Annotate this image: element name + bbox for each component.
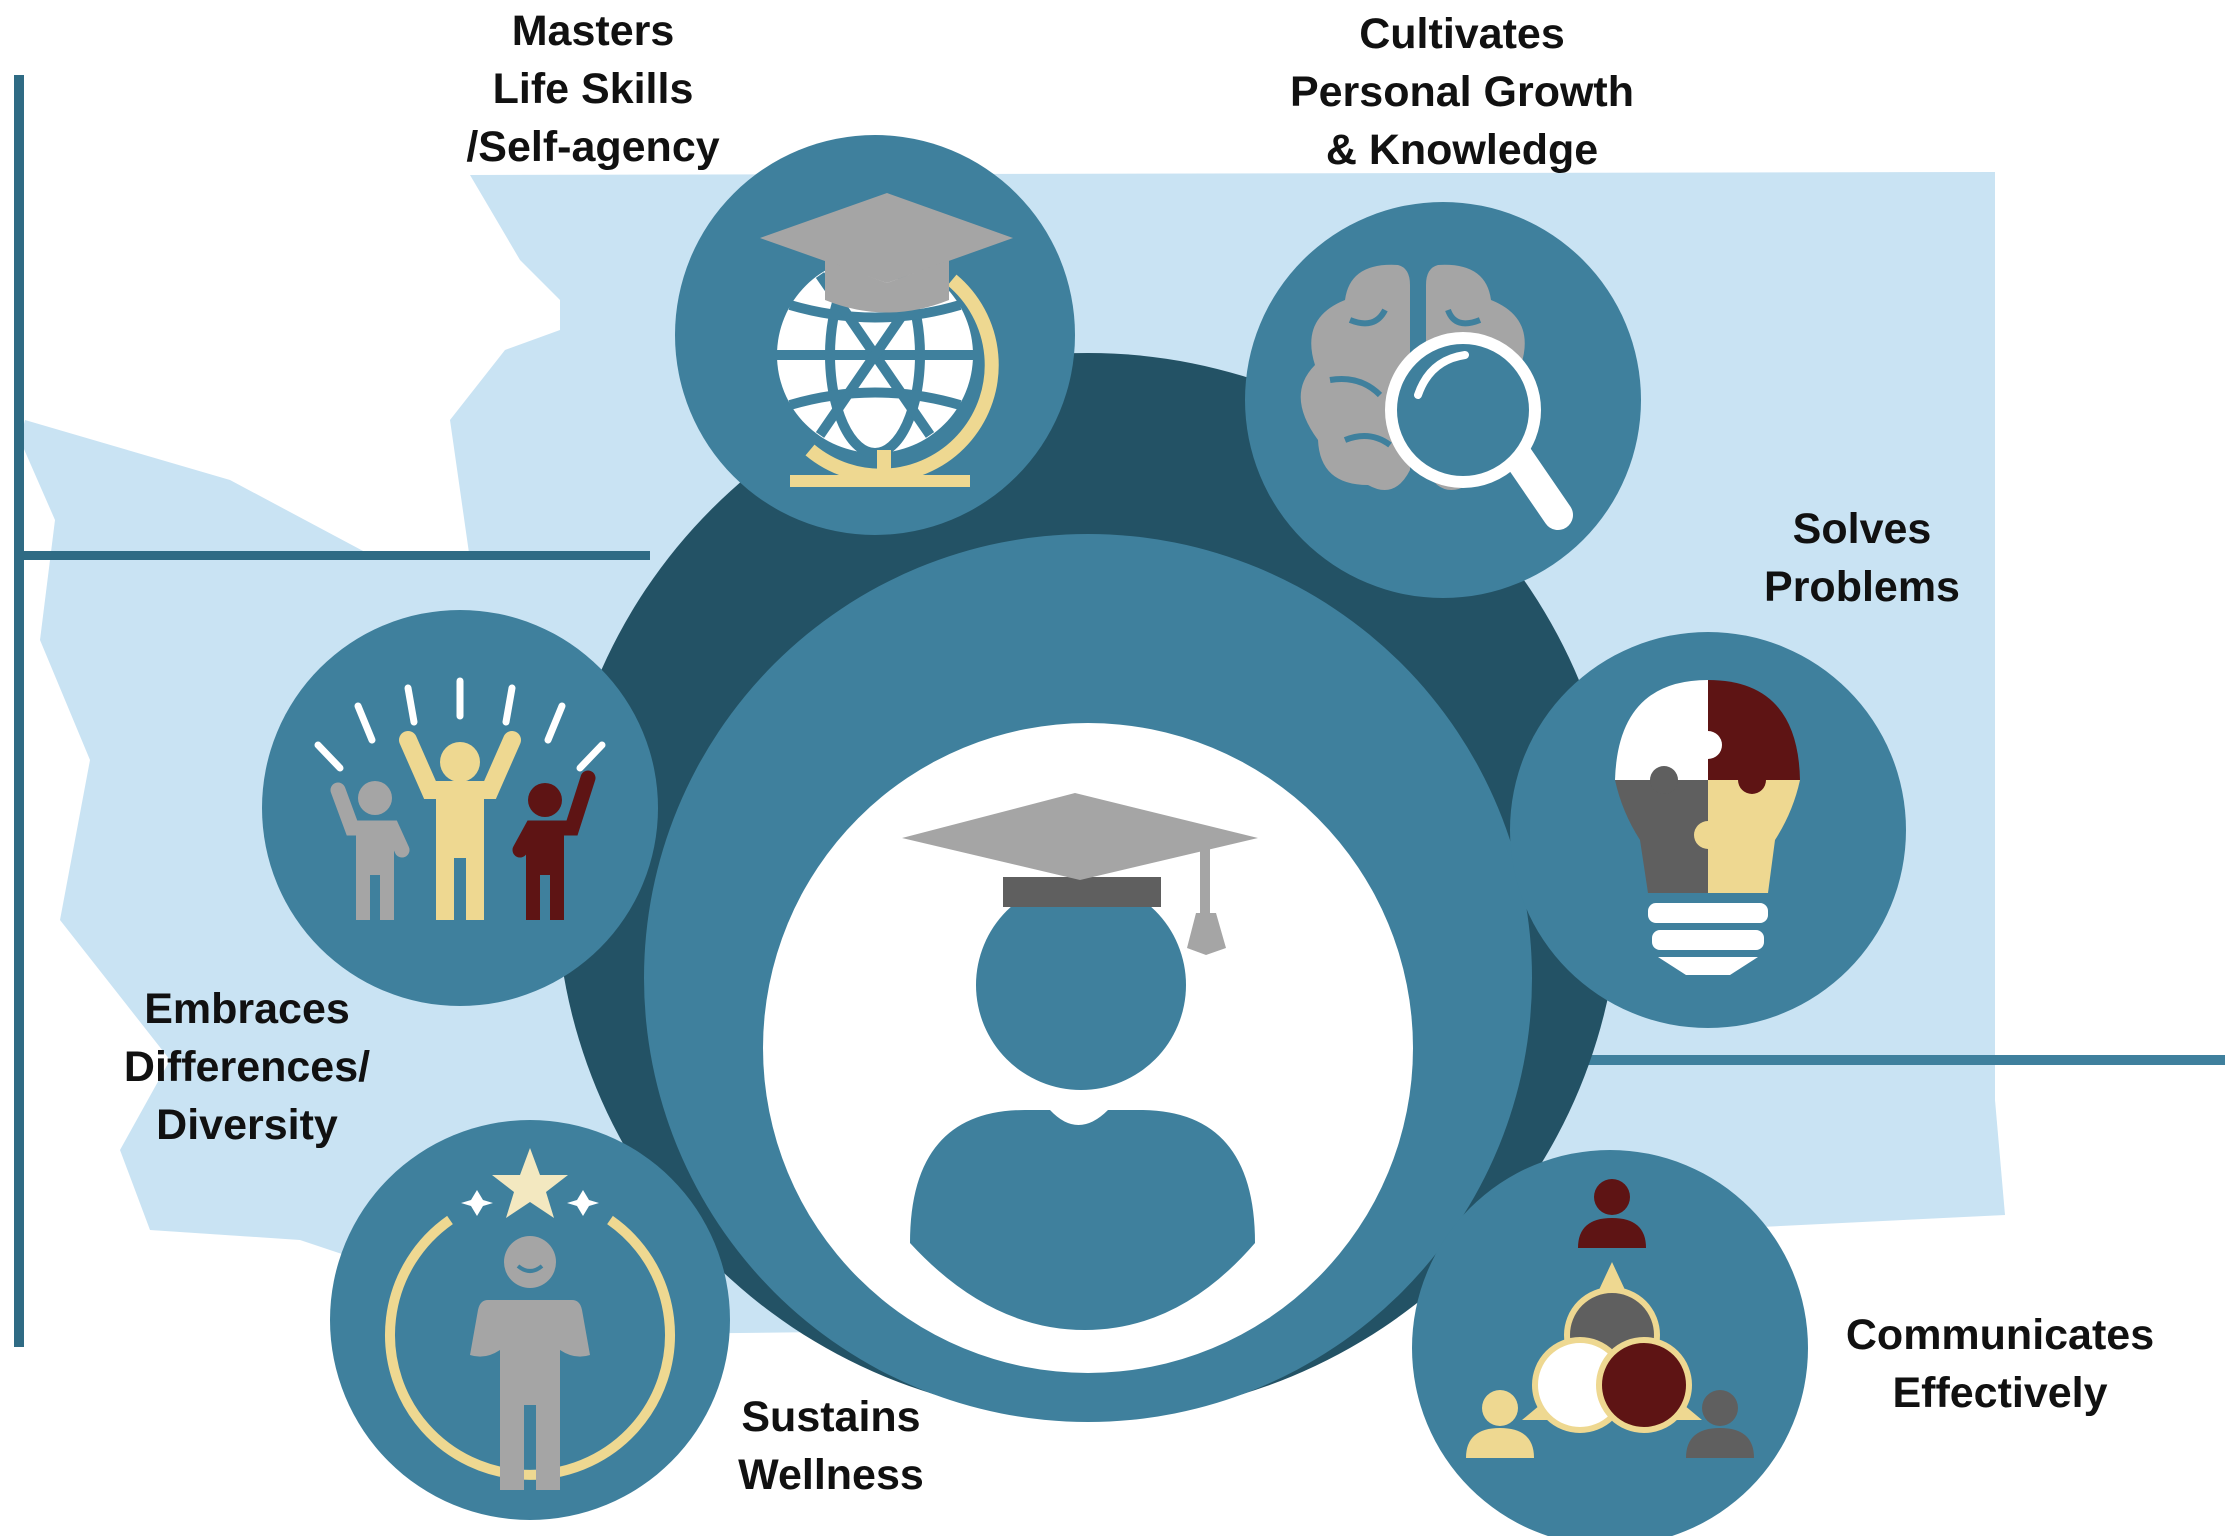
graduate-person-icon: [902, 793, 1258, 1330]
label-sustains: Sustains Wellness: [738, 1393, 924, 1499]
wellness-person-icon: [385, 1148, 675, 1490]
communication-bubbles-icon: [1466, 1179, 1754, 1458]
label-cultivates: Cultivates Personal Growth & Knowledge: [1289, 10, 1635, 174]
label-embraces: Embraces Differences/ Diversity: [123, 985, 371, 1149]
left-horizontal-connector: [20, 551, 650, 560]
label-solves: Solves Problems: [1764, 505, 1960, 611]
label-communicates: Communicates Effectively: [1845, 1311, 2155, 1417]
globe-graduation-cap-icon: [760, 193, 1013, 487]
cheering-people-icon: [314, 677, 606, 920]
brain-magnifier-icon: [1300, 264, 1573, 530]
label-masters: Masters Life Skills /Self-agency: [466, 7, 720, 171]
right-horizontal-connector: [1515, 1055, 2225, 1065]
left-vertical-line: [14, 75, 24, 1347]
puzzle-lightbulb-icon: [1615, 680, 1800, 975]
